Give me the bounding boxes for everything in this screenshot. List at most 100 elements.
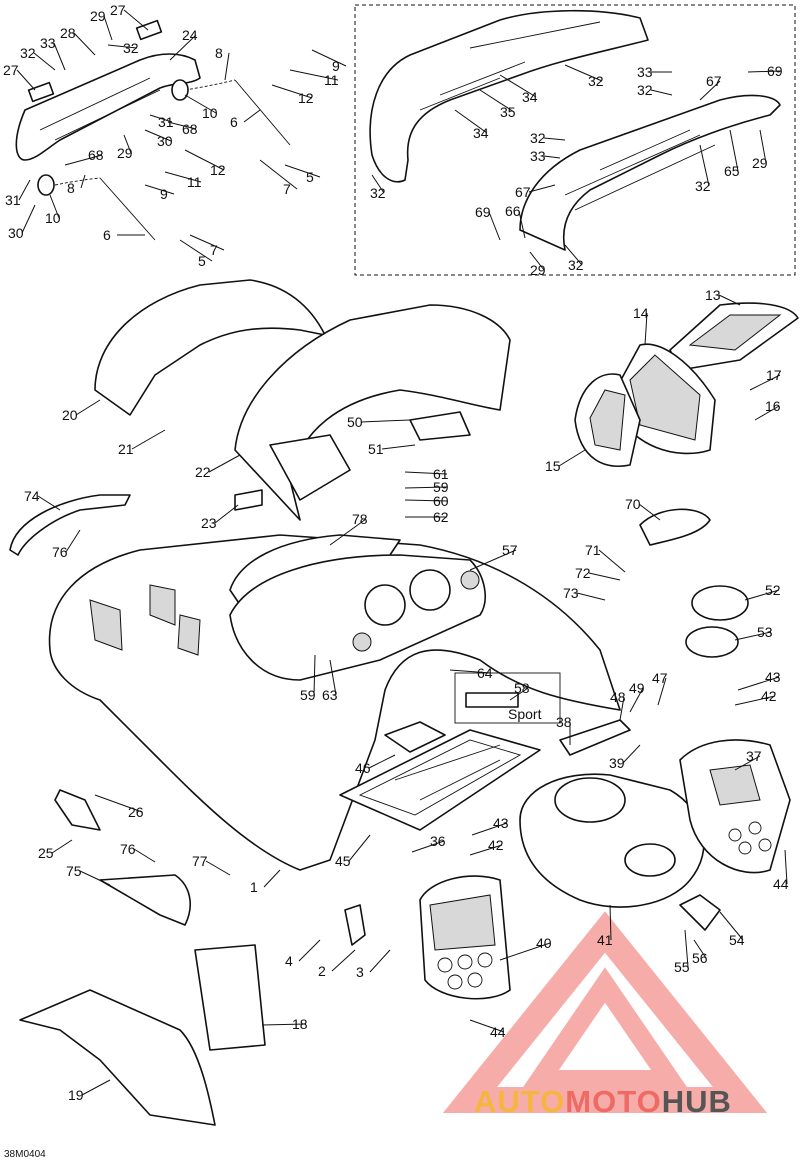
callout-number: 50 <box>347 414 363 430</box>
callout-number: 77 <box>192 853 208 869</box>
callout-number: 59 <box>300 687 316 703</box>
callout-number: 32 <box>637 82 653 98</box>
callout-number: 30 <box>8 225 24 241</box>
callout-number: 11 <box>187 174 202 190</box>
leader-line <box>528 184 556 193</box>
callout-number: 32 <box>568 257 584 273</box>
callout-number: 42 <box>488 837 504 853</box>
callout-number: 47 <box>652 670 668 686</box>
callout-number: 7 <box>283 181 291 197</box>
leader-line <box>360 419 411 423</box>
leader-line <box>123 134 132 154</box>
leader-line <box>529 251 545 271</box>
callout-number: 26 <box>128 804 144 820</box>
callout-number: 29 <box>530 262 546 278</box>
leader-line <box>144 129 172 142</box>
callout-number: 32 <box>530 130 546 146</box>
leader-line <box>734 631 772 641</box>
callout-number: 60 <box>433 493 449 509</box>
leader-line <box>33 52 56 71</box>
callout-number: 28 <box>60 25 76 41</box>
leader-line <box>518 210 526 239</box>
leader-line <box>564 64 603 82</box>
leader-line <box>650 89 673 96</box>
leader-line <box>348 834 371 862</box>
tank-and-side-panels <box>419 739 791 1000</box>
leader-line <box>622 744 641 764</box>
leader-line <box>16 69 36 91</box>
callout-number: 7 <box>210 242 218 258</box>
leader-line <box>263 869 281 888</box>
leader-line <box>469 1019 505 1033</box>
callout-number: 31 <box>158 114 174 130</box>
brand-auto: AUTO <box>474 1084 566 1119</box>
callout-number: 44 <box>773 876 789 892</box>
leader-line <box>284 164 321 178</box>
leader-line <box>18 179 31 201</box>
leader-line <box>94 794 143 813</box>
leader-line <box>699 144 710 187</box>
callout-number: 24 <box>182 27 198 43</box>
leader-line <box>693 939 707 959</box>
callout-number: 10 <box>45 210 61 226</box>
leader-line <box>164 171 202 183</box>
leader-line <box>638 503 661 521</box>
leader-line <box>684 929 689 968</box>
callout-number: 4 <box>285 953 293 969</box>
leader-line <box>131 429 166 450</box>
leader-line <box>371 174 385 194</box>
callout-number: 67 <box>706 73 722 89</box>
leader-line <box>469 549 517 571</box>
callout-number: 75 <box>66 863 82 879</box>
callout-number: 43 <box>765 669 781 685</box>
leader-line <box>73 32 96 56</box>
leader-line <box>454 109 488 134</box>
leader-line <box>331 949 356 972</box>
leader-line <box>261 1023 307 1026</box>
callout-number: 63 <box>322 687 338 703</box>
callout-number: 68 <box>88 147 104 163</box>
callout-number: 6 <box>103 227 111 243</box>
callout-number: 33 <box>530 148 546 164</box>
callout-number: 73 <box>563 585 579 601</box>
callout-number: 58 <box>514 680 530 696</box>
leader-line <box>744 589 780 601</box>
leader-line <box>411 840 445 853</box>
leader-line <box>644 312 648 346</box>
leader-line <box>488 211 501 241</box>
upper-panels <box>94 279 511 521</box>
leader-line <box>259 159 298 190</box>
callout-number: 8 <box>215 45 223 61</box>
leader-line <box>208 454 241 473</box>
callout-number: 15 <box>545 458 561 474</box>
callout-number: 32 <box>20 45 36 61</box>
leader-line <box>564 244 583 266</box>
callout-number: 53 <box>757 624 773 640</box>
leader-line <box>224 52 230 81</box>
callout-number: 9 <box>332 58 340 74</box>
leader-line <box>65 529 81 553</box>
leader-line <box>123 9 149 31</box>
leader-line <box>103 15 113 41</box>
leader-line <box>189 234 225 251</box>
leader-line <box>80 174 86 189</box>
inset-rear-frame <box>369 9 781 251</box>
callout-number: 78 <box>352 511 368 527</box>
callout-number: 1 <box>250 879 258 895</box>
callout-number: 57 <box>502 542 518 558</box>
callout-number: 33 <box>637 64 653 80</box>
leader-lines <box>16 9 788 1096</box>
leader-line <box>53 42 66 71</box>
callout-number: 54 <box>729 932 745 948</box>
callout-number: 56 <box>692 950 708 966</box>
callout-number: 29 <box>117 145 133 161</box>
leader-line <box>729 129 739 172</box>
leader-line <box>64 154 103 166</box>
callout-number: 9 <box>160 186 168 202</box>
callout-number: 76 <box>52 544 68 560</box>
leader-line <box>734 755 761 771</box>
callout-number: 32 <box>370 185 386 201</box>
leader-line <box>619 696 625 721</box>
callout-number: 13 <box>705 287 721 303</box>
